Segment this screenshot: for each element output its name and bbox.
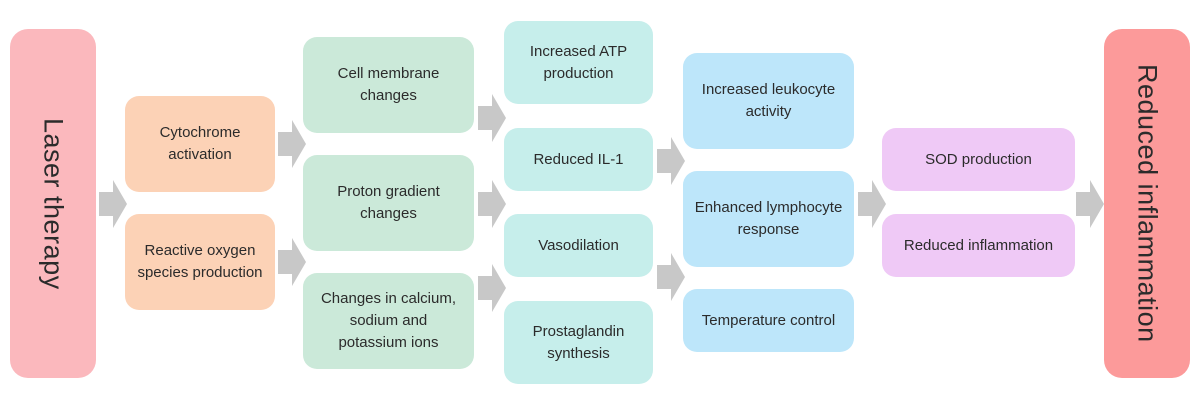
arrow-right-icon bbox=[478, 264, 506, 312]
sod-production-label: SOD production bbox=[925, 150, 1032, 168]
arrow-right-icon bbox=[478, 94, 506, 142]
reduced-inflammation-small-box: Reduced inflammation bbox=[882, 214, 1075, 277]
leukocyte-activity-box: Increased leukocyte activity bbox=[683, 53, 854, 149]
ros-production-box: Reactive oxygen species production bbox=[125, 214, 275, 310]
ros-production-label: Reactive oxygen species production bbox=[137, 242, 263, 281]
arrow-right-icon bbox=[1076, 180, 1104, 228]
increased-atp-box: Increased ATP production bbox=[504, 21, 653, 104]
lymphocyte-response-box: Enhanced lymphocyte response bbox=[683, 171, 854, 267]
reduced-inflammation-label: Reduced inflammation bbox=[1132, 64, 1163, 343]
arrow-right-icon bbox=[278, 120, 306, 168]
cell-membrane-changes-label: Cell membrane changes bbox=[337, 65, 440, 104]
vasodilation-box: Vasodilation bbox=[504, 214, 653, 277]
laser-therapy-label: Laser therapy bbox=[38, 117, 69, 290]
laser-therapy-box: Laser therapy bbox=[10, 29, 96, 378]
temperature-control-label: Temperature control bbox=[701, 311, 836, 329]
cytochrome-activation-label: Cytochrome activation bbox=[159, 124, 241, 163]
proton-gradient-changes-box: Proton gradient changes bbox=[303, 155, 474, 251]
arrow-right-icon bbox=[657, 137, 685, 185]
arrow-right-icon bbox=[657, 253, 685, 301]
leukocyte-activity-label: Increased leukocyte activity bbox=[701, 81, 836, 120]
reduced-inflammation-box: Reduced inflammation bbox=[1104, 29, 1190, 378]
cytochrome-activation-box: Cytochrome activation bbox=[125, 96, 275, 192]
increased-atp-label: Increased ATP production bbox=[529, 42, 628, 82]
proton-gradient-changes-label: Proton gradient changes bbox=[337, 183, 440, 222]
arrow-right-icon bbox=[478, 180, 506, 228]
ion-changes-label: Changes in calcium, sodium and potassium… bbox=[320, 290, 457, 351]
vasodilation-label: Vasodilation bbox=[538, 236, 619, 254]
reduced-il1-label: Reduced IL-1 bbox=[533, 150, 624, 168]
arrow-right-icon bbox=[99, 180, 127, 228]
reduced-il1-box: Reduced IL-1 bbox=[504, 128, 653, 191]
arrow-right-icon bbox=[858, 180, 886, 228]
lymphocyte-response-label: Enhanced lymphocyte response bbox=[694, 199, 843, 238]
cell-membrane-changes-box: Cell membrane changes bbox=[303, 37, 474, 133]
temperature-control-box: Temperature control bbox=[683, 289, 854, 352]
reduced-inflammation-small-label: Reduced inflammation bbox=[903, 236, 1054, 254]
prostaglandin-synthesis-label: Prostaglandin synthesis bbox=[532, 322, 625, 362]
ion-changes-box: Changes in calcium, sodium and potassium… bbox=[303, 273, 474, 369]
prostaglandin-synthesis-box: Prostaglandin synthesis bbox=[504, 301, 653, 384]
arrow-right-icon bbox=[278, 238, 306, 286]
sod-production-box: SOD production bbox=[882, 128, 1075, 191]
